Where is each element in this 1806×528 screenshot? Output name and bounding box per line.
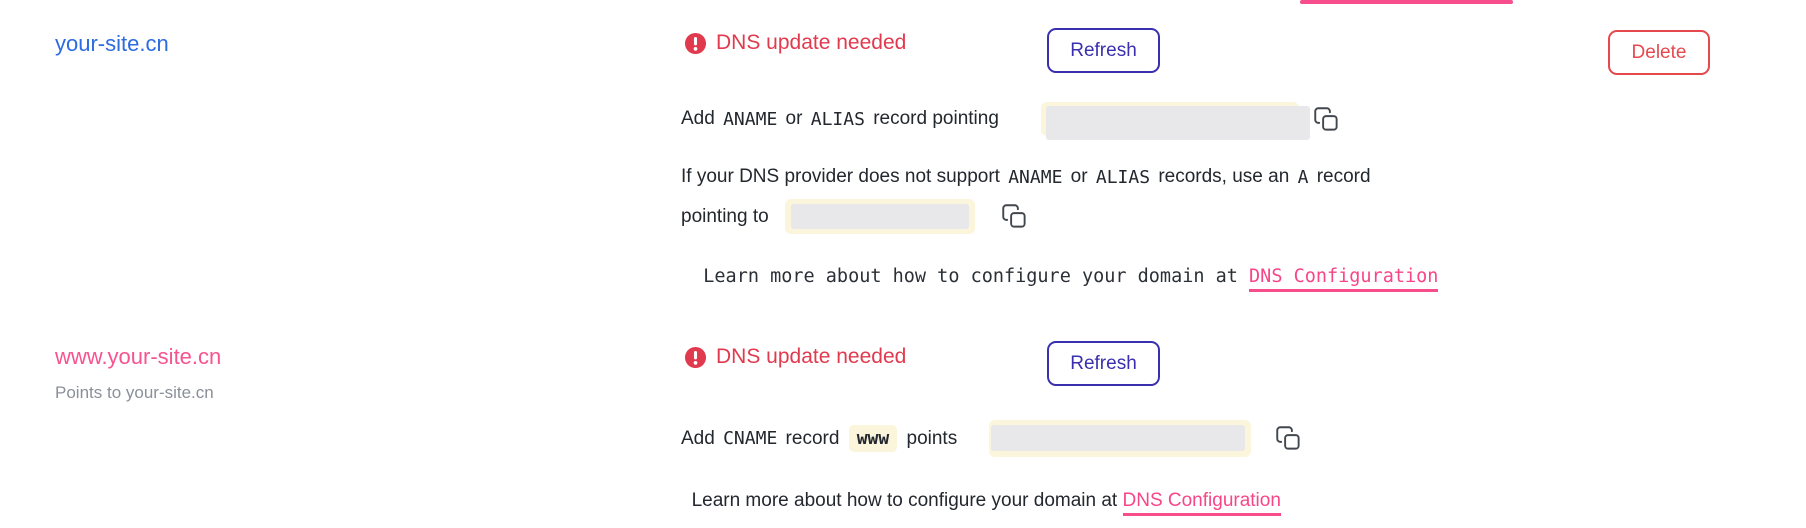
instruction-text: records, use an [1153, 166, 1295, 187]
redacted-dns-value [989, 420, 1252, 457]
instruction-text: or [1065, 166, 1093, 187]
status-label: DNS update needed [716, 345, 907, 368]
domain-link-your-site[interactable]: your-site.cn [55, 31, 169, 56]
dns-configuration-link[interactable]: DNS Configuration [1249, 266, 1439, 292]
cutoff-link-underline-artifact [1300, 0, 1513, 4]
code-alias: ALIAS [810, 108, 865, 130]
instruction-text: Add [681, 108, 721, 129]
error-exclamation-icon [684, 32, 707, 55]
delete-button[interactable]: Delete [1608, 30, 1710, 75]
instruction-text: record [780, 427, 845, 449]
cname-instruction-line: Add CNAME record www points [681, 420, 1302, 457]
instruction-text: points [901, 427, 958, 449]
redacted-dns-value [1040, 102, 1310, 140]
instruction-text: pointing to [681, 205, 769, 227]
a-record-instruction-line2: pointing to [681, 199, 1028, 234]
copy-icon[interactable] [1001, 203, 1028, 230]
code-cname: CNAME [723, 428, 778, 449]
redacted-dns-value [784, 199, 975, 234]
status-dns-update-needed: DNS update needed [684, 345, 906, 369]
error-exclamation-icon [684, 346, 707, 369]
learn-more-line: Learn more about how to configure your d… [681, 468, 1281, 516]
copy-icon[interactable] [1275, 425, 1302, 452]
code-alias: ALIAS [1095, 166, 1151, 188]
code-aname: ANAME [723, 108, 778, 130]
domain-points-to-note: Points to your-site.cn [55, 383, 214, 402]
code-a: A [1297, 166, 1309, 188]
status-dns-update-needed: DNS update needed [684, 31, 906, 55]
domain-link-www-your-site[interactable]: www.your-site.cn [55, 344, 222, 369]
code-aname: ANAME [1008, 166, 1063, 188]
learn-more-text: Learn more about how to configure your d… [703, 266, 1250, 287]
redaction-overlay [1045, 106, 1310, 140]
instruction-text: Add [681, 427, 721, 449]
learn-more-text: Learn more about how to configure your d… [691, 490, 1123, 511]
copy-icon[interactable] [1313, 106, 1340, 133]
instruction-text: record [1311, 166, 1371, 187]
aname-instruction-line: Add ANAME or ALIAS record pointing [681, 102, 1340, 140]
code-www-highlight: www [848, 425, 898, 452]
status-label: DNS update needed [716, 31, 907, 54]
refresh-button[interactable]: Refresh [1047, 341, 1160, 386]
learn-more-line: Learn more about how to configure your d… [681, 245, 1439, 292]
dns-configuration-link[interactable]: DNS Configuration [1122, 490, 1281, 516]
instruction-text: record pointing [867, 108, 999, 129]
redaction-overlay [991, 425, 1246, 451]
instruction-text: If your DNS provider does not support [681, 166, 1006, 187]
a-record-instruction-line1: If your DNS provider does not support AN… [681, 166, 1371, 188]
instruction-text: or [780, 108, 808, 129]
refresh-button[interactable]: Refresh [1047, 28, 1160, 73]
redaction-overlay [790, 204, 969, 229]
